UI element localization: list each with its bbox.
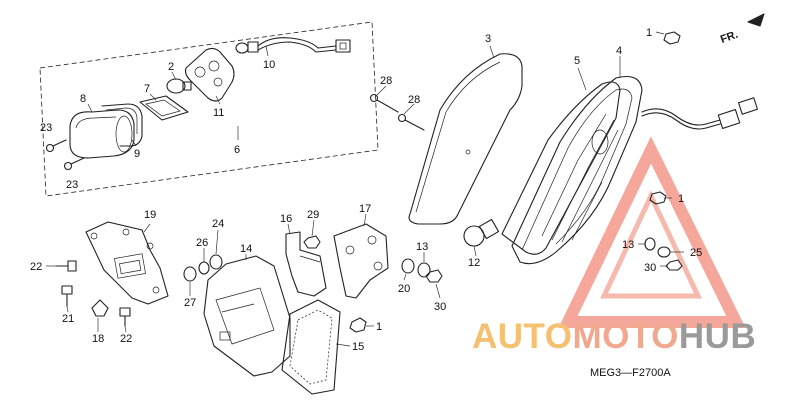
callout-16: 16 [280,213,292,225]
nut-1-right [649,191,667,205]
lamp-gasket [101,103,143,147]
watermark-auto: AUTO [472,317,573,356]
stay-bracket-17 [333,223,389,299]
callout-28b: 28 [408,94,420,106]
callout-29: 29 [307,209,319,221]
callout-19: 19 [144,209,156,221]
callout-28a: 28 [380,75,392,87]
callout-18: 18 [92,333,104,345]
license-cover [203,255,291,377]
callout-15: 15 [352,341,364,353]
lamp-lens [139,95,189,121]
callout-23a: 23 [40,122,52,134]
taillight-bulb [463,218,500,247]
callout-14: 14 [240,243,252,255]
taillight-gasket [501,81,621,255]
callout-24: 24 [212,218,224,230]
license-bracket [85,221,169,305]
callout-26: 26 [196,237,208,249]
callout-30-mid: 30 [434,301,446,313]
lamp-bulb [166,78,192,94]
nut-30-mid [425,269,443,283]
screw-23a [45,139,67,153]
assembly-outline-6 [39,21,379,197]
callout-9: 9 [134,148,140,160]
bolt-22-left [55,260,77,272]
watermark-moto: MOTO [572,317,679,356]
callout-4: 4 [616,45,622,57]
callout-30-right: 30 [644,262,656,274]
callout-5: 5 [574,55,580,67]
callout-1-top: 1 [646,27,652,39]
callout-6: 6 [234,144,240,156]
watermark-logo-triangle [558,136,746,328]
bolt-22-bottom [119,307,131,327]
callout-22-bottom: 22 [120,333,132,345]
callout-27: 27 [184,297,196,309]
callout-21: 21 [62,313,74,325]
callout-13-right: 13 [622,239,634,251]
callout-1-right: 1 [678,193,684,205]
collar-27 [183,266,197,282]
washer-20 [401,258,415,274]
screw-23b [63,157,85,171]
watermark-hub: HUB [678,317,757,356]
front-direction-arrow [747,13,765,27]
callout-22-left: 22 [30,261,42,273]
collar-24 [209,254,223,270]
lamp-socket-base [184,47,235,102]
collar-13-mid [417,262,431,278]
license-lamp-housing [69,109,135,159]
taillight-lens-inner [511,75,643,265]
lamp-wire-harness [235,37,351,54]
washer-25 [657,246,671,258]
taillight-lens-outer [408,53,523,225]
callout-3: 3 [485,33,491,45]
callout-12: 12 [468,257,480,269]
front-direction-label: FR. [719,29,740,46]
nut-29 [303,235,321,249]
stay-bracket-16 [285,231,327,297]
callout-13-mid: 13 [416,241,428,253]
nut-30-right [665,259,683,271]
callout-23b: 23 [66,179,78,191]
collar-13-right [644,237,656,251]
watermark-brand-text: AUTOMOTOHUB [472,318,756,356]
callout-labels: 8 9 7 2 11 10 6 23 23 3 5 4 1 1 13 25 30… [30,27,702,353]
nut-1-mid [349,317,367,333]
callout-25: 25 [690,247,702,259]
license-plate-base [281,299,341,395]
clip-28a [369,93,399,113]
callout-1-mid: 1 [376,321,382,333]
callout-8: 8 [80,93,86,105]
bolt-21 [61,285,73,307]
nut-1-top [663,31,681,45]
clip-28b [397,113,425,131]
callout-10: 10 [263,59,275,71]
taillight-wire [641,97,759,130]
nut-18 [91,299,109,317]
callout-2: 2 [168,61,174,73]
diagram-code: MEG3—F2700A [590,367,671,379]
callout-7: 7 [144,83,150,95]
callout-20: 20 [398,283,410,295]
callout-11: 11 [213,107,224,119]
leader-lines [46,31,684,347]
callout-17: 17 [359,203,371,215]
collar-26 [198,261,210,275]
